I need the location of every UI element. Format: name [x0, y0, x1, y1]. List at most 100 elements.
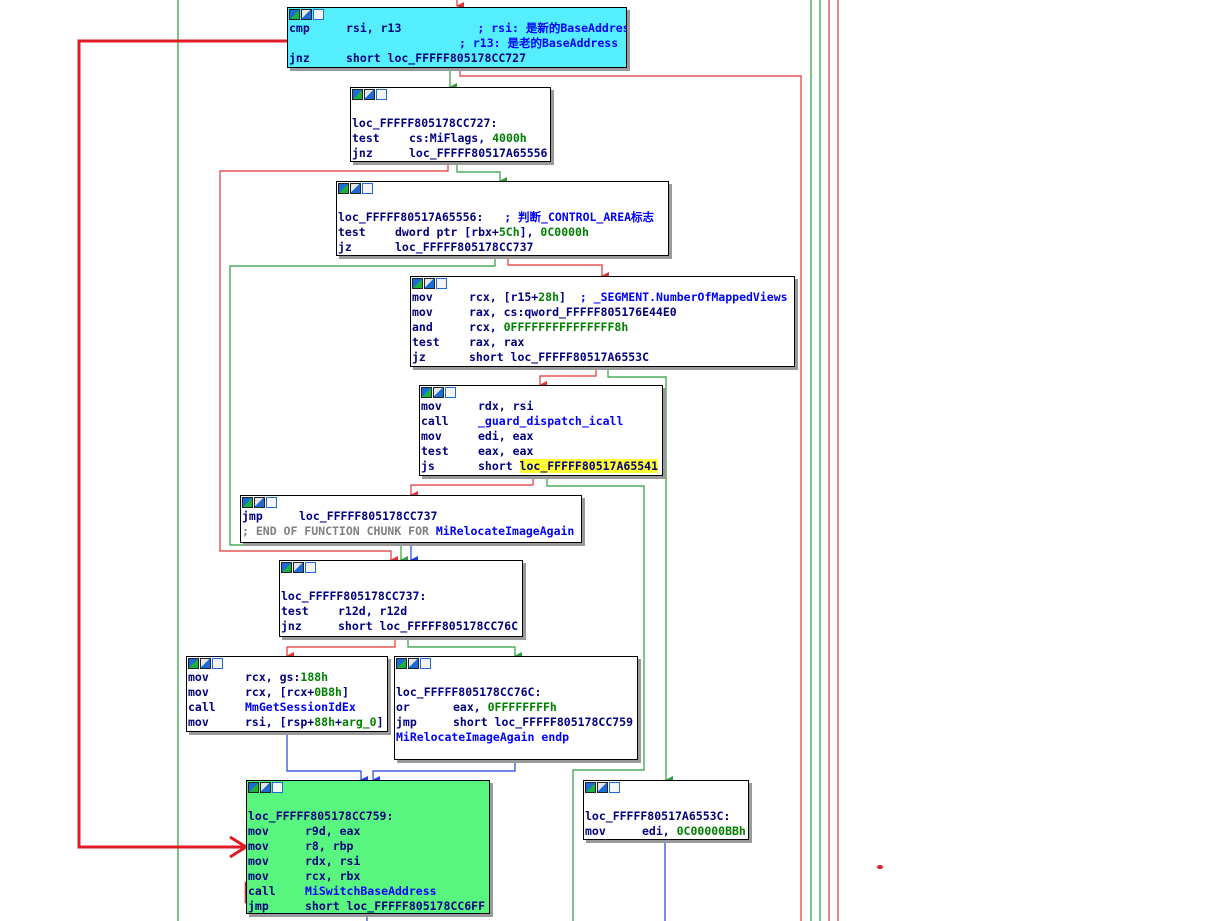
- node-label[interactable]: loc_FFFFF80517A65556: ; 判断_CONTROL_AREA标…: [338, 210, 655, 224]
- node-rename-icon[interactable]: [254, 497, 265, 508]
- asm-line[interactable]: MiRelocateImageAgain endp: [396, 730, 570, 744]
- node-color-icon[interactable]: [412, 278, 423, 289]
- node-rename-icon[interactable]: [433, 387, 444, 398]
- node-rename-icon[interactable]: [293, 562, 304, 573]
- node-header: [337, 182, 668, 195]
- asm-line[interactable]: ; END OF FUNCTION CHUNK FOR MiRelocateIm…: [242, 524, 575, 538]
- node-rename-icon[interactable]: [200, 658, 211, 669]
- node-group-icon[interactable]: [436, 278, 447, 289]
- edge-n1-right: [459, 68, 802, 921]
- node-color-icon[interactable]: [248, 782, 259, 793]
- node-color-icon[interactable]: [352, 89, 363, 100]
- node-group-icon[interactable]: [313, 9, 324, 20]
- node-rename-icon[interactable]: [260, 782, 271, 793]
- node-header: [411, 277, 794, 290]
- node-header: [187, 657, 387, 670]
- node-rename-icon[interactable]: [408, 658, 419, 669]
- node-header: [420, 386, 662, 399]
- node-rename-icon[interactable]: [350, 183, 361, 194]
- node-group-icon[interactable]: [376, 89, 387, 100]
- highlighted-label[interactable]: loc_FFFFF80517A65541: [519, 459, 659, 473]
- node-group-icon[interactable]: [445, 387, 456, 398]
- node-header: [351, 88, 550, 101]
- edge-n3-n4: [507, 256, 609, 280]
- node-group-icon[interactable]: [420, 658, 431, 669]
- edge-n5-down: [546, 476, 645, 921]
- node-group-icon[interactable]: [609, 782, 620, 793]
- graph-node-loc-a65556[interactable]: loc_FFFFF80517A65556: ; 判断_CONTROL_AREA标…: [336, 181, 669, 256]
- asm-line[interactable]: ; r13: 是老的BaseAddress: [459, 36, 619, 50]
- node-group-icon[interactable]: [362, 183, 373, 194]
- node-rename-icon[interactable]: [424, 278, 435, 289]
- node-header: [395, 657, 637, 670]
- node-label[interactable]: loc_FFFFF805178CC727:: [352, 116, 498, 130]
- node-label[interactable]: loc_FFFFF805178CC737:: [281, 589, 427, 603]
- node-color-icon[interactable]: [396, 658, 407, 669]
- node-rename-icon[interactable]: [597, 782, 608, 793]
- node-color-icon[interactable]: [289, 9, 300, 20]
- edge-n7-n9: [407, 637, 522, 660]
- node-group-icon[interactable]: [212, 658, 223, 669]
- node-label[interactable]: loc_FFFFF805178CC759:: [248, 809, 394, 823]
- node-color-icon[interactable]: [188, 658, 199, 669]
- node-group-icon[interactable]: [272, 782, 283, 793]
- node-label[interactable]: loc_FFFFF805178CC76C:: [396, 685, 542, 699]
- edge-n5-n6: [410, 476, 534, 499]
- node-color-icon[interactable]: [242, 497, 253, 508]
- node-group-icon[interactable]: [266, 497, 277, 508]
- node-color-icon[interactable]: [585, 782, 596, 793]
- node-header: [241, 496, 581, 509]
- node-group-icon[interactable]: [305, 562, 316, 573]
- node-color-icon[interactable]: [281, 562, 292, 573]
- node-label[interactable]: loc_FFFFF80517A6553C:: [585, 809, 731, 823]
- node-rename-icon[interactable]: [301, 9, 312, 20]
- asm-line[interactable]: call_guard_dispatch_icall: [421, 414, 624, 428]
- node-rename-icon[interactable]: [364, 89, 375, 100]
- edge-n2-left: [219, 162, 449, 564]
- node-color-icon[interactable]: [421, 387, 432, 398]
- node-color-icon[interactable]: [338, 183, 349, 194]
- annotation-dot: [877, 865, 883, 869]
